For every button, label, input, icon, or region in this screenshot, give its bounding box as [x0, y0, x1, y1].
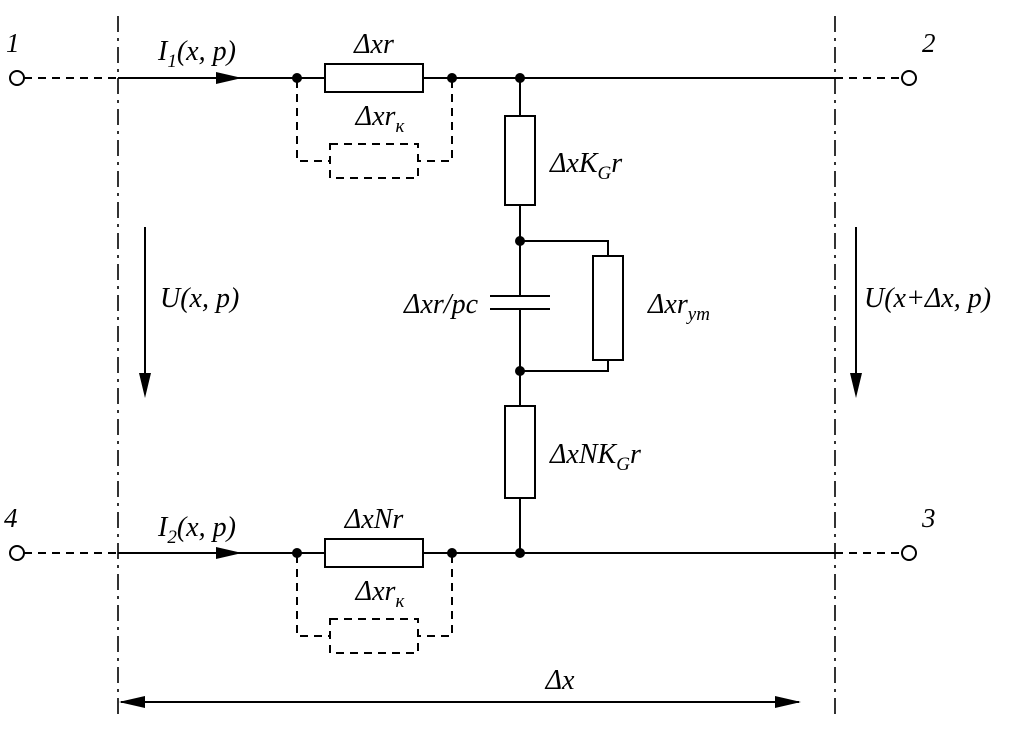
- voltage-label-left: U(x, p): [160, 283, 239, 314]
- current-arrow-i2: [216, 547, 242, 559]
- terminal-1-circle: [9, 70, 25, 86]
- terminal-2-circle: [901, 70, 917, 86]
- resistor-shunt-upper-label: ΔxKGr: [549, 148, 622, 184]
- terminal-4-circle: [9, 545, 25, 561]
- resistor-contact-top-label: Δxrк: [355, 101, 406, 137]
- resistor-series-top: [324, 63, 424, 93]
- current-label-i1: I1(x, p): [157, 36, 236, 72]
- contact-branch-bottom-right: [418, 555, 453, 637]
- resistor-leakage: [592, 255, 624, 361]
- leakage-branch-bottom: [520, 360, 609, 372]
- node-dot: [515, 73, 525, 83]
- resistor-contact-bottom: [329, 618, 419, 654]
- resistor-contact-bottom-label: Δxrк: [355, 576, 406, 612]
- voltage-label-right: U(x+Δx, p): [864, 283, 991, 314]
- node-dot: [515, 236, 525, 246]
- capacitor-label: Δxr/pc: [403, 289, 479, 320]
- voltage-arrow-left-head: [139, 373, 151, 398]
- resistor-shunt-upper: [504, 115, 536, 206]
- node-dot: [515, 366, 525, 376]
- current-arrow-i1: [216, 72, 242, 84]
- contact-branch-bottom-left: [296, 555, 330, 637]
- resistor-series-bottom: [324, 538, 424, 568]
- terminal-1-label: 1: [6, 28, 20, 58]
- terminal-3-circle: [901, 545, 917, 561]
- dimension-arrow-right-head: [775, 696, 801, 708]
- voltage-arrow-right-head: [850, 373, 862, 398]
- contact-branch-top-left: [296, 80, 330, 162]
- resistor-shunt-lower: [504, 405, 536, 499]
- current-label-i2: I2(x, p): [157, 512, 236, 548]
- resistor-leakage-label: Δxrут: [647, 289, 710, 325]
- resistor-series-top-label: Δxr: [353, 29, 394, 60]
- terminal-3-label: 3: [921, 503, 936, 533]
- node-dot: [447, 548, 457, 558]
- contact-branch-top-right: [418, 80, 453, 162]
- leakage-branch-top: [520, 240, 609, 256]
- node-dot: [515, 548, 525, 558]
- node-dot: [292, 548, 302, 558]
- node-dot: [447, 73, 457, 83]
- terminal-2-label: 2: [922, 28, 936, 58]
- resistor-contact-top: [329, 143, 419, 179]
- node-dot: [292, 73, 302, 83]
- resistor-series-bottom-label: ΔxNr: [344, 504, 404, 535]
- dimension-label: Δx: [545, 665, 575, 696]
- dimension-arrow-left-head: [119, 696, 145, 708]
- terminal-4-label: 4: [4, 503, 18, 533]
- resistor-shunt-lower-label: ΔxNKGr: [549, 439, 641, 475]
